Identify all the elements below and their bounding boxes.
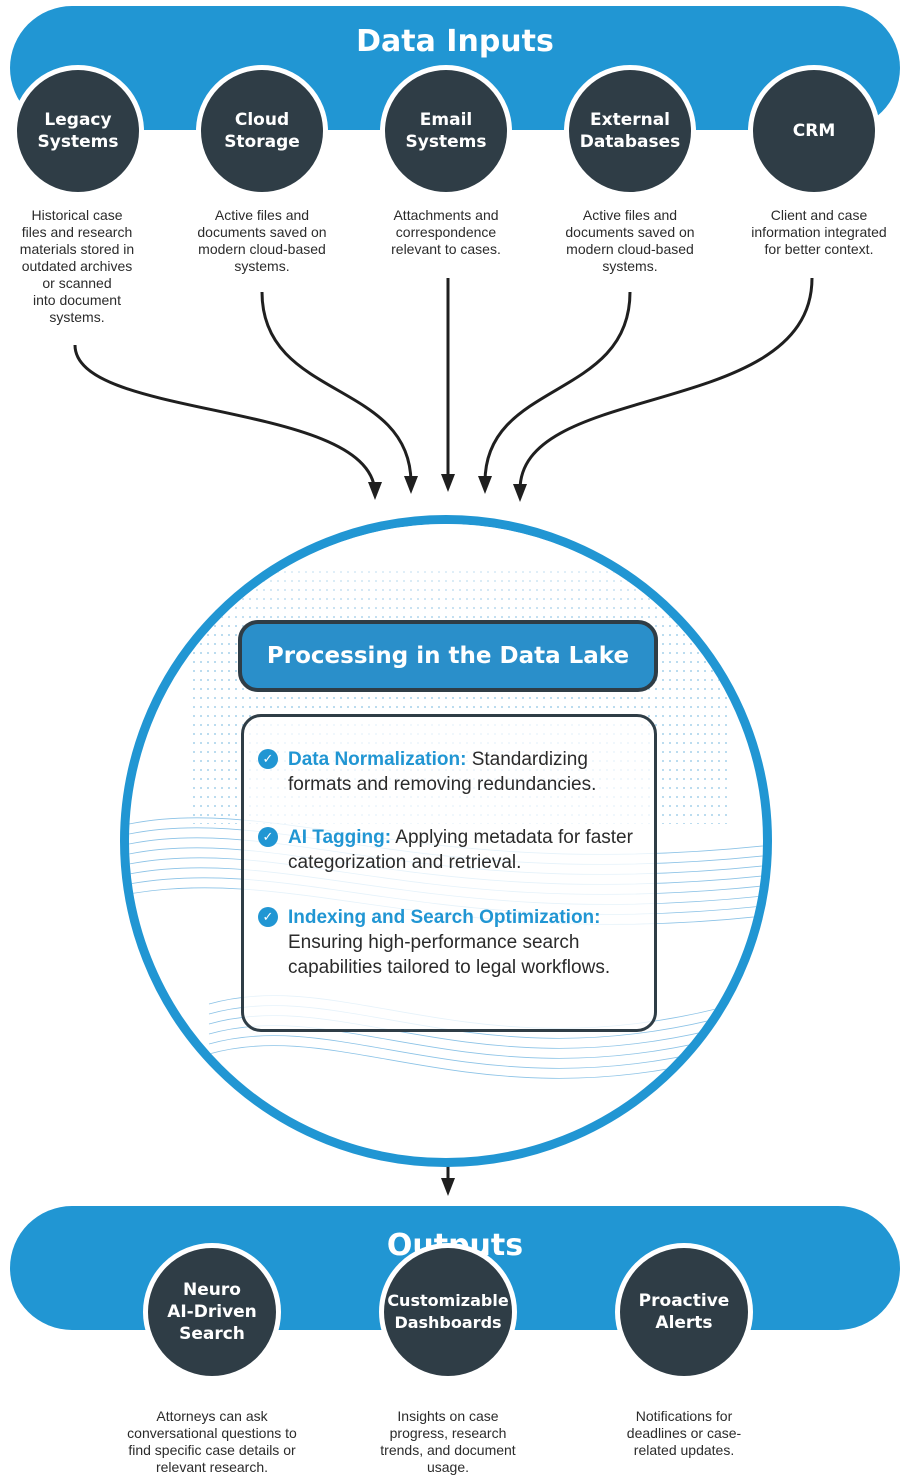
item-heading: Indexing and Search Optimization: — [288, 907, 601, 928]
node-cloud-storage: Cloud Storage — [196, 65, 328, 197]
desc-proactive-alerts: Notifications for deadlines or case- rel… — [626, 1408, 742, 1458]
desc-neuro-search: Attorneys can ask conversational questio… — [127, 1408, 297, 1475]
check-icon: ✓ — [258, 907, 278, 927]
node-proactive-alerts: Proactive Alerts — [615, 1243, 753, 1381]
processing-panel: ✓ Data Normalization: Standardizing form… — [241, 714, 657, 1032]
arrow-legacy — [73, 344, 377, 493]
node-external-databases: External Databases — [564, 65, 696, 197]
desc-crm: Client and case information integrated f… — [751, 207, 887, 257]
node-dashboards: Customizable Dashboards — [379, 1243, 517, 1381]
node-neuro-search: Neuro AI-Driven Search — [143, 1243, 281, 1381]
item-heading: AI Tagging: — [288, 827, 392, 848]
desc-cloud-storage: Active files and documents saved on mode… — [197, 207, 327, 274]
check-icon: ✓ — [258, 749, 278, 769]
node-crm: CRM — [748, 65, 880, 197]
processing-title: Processing in the Data Lake — [238, 620, 658, 692]
arrow-cloud — [260, 291, 413, 483]
item-text: Ensuring high-performance search capabil… — [288, 932, 611, 978]
arrow-crm — [518, 277, 814, 491]
check-icon: ✓ — [258, 827, 278, 847]
desc-dashboards: Insights on case progress, research tren… — [380, 1408, 516, 1475]
node-email-systems: Email Systems — [380, 65, 512, 197]
arrow-external — [483, 291, 632, 483]
processing-item-indexing: ✓ Indexing and Search Optimization: Ensu… — [258, 905, 648, 980]
desc-legacy-systems: Historical case files and research mater… — [19, 207, 135, 325]
processing-item-ai-tagging: ✓ AI Tagging: Applying metadata for fast… — [258, 825, 648, 875]
item-text: Applying metadata for faster categorizat… — [288, 827, 633, 873]
node-legacy-systems: Legacy Systems — [12, 65, 144, 197]
desc-external-databases: Active files and documents saved on mode… — [565, 207, 695, 274]
processing-item-normalization: ✓ Data Normalization: Standardizing form… — [258, 747, 648, 797]
item-heading: Data Normalization: — [288, 749, 467, 770]
desc-email-systems: Attachments and correspondence relevant … — [391, 207, 501, 257]
item-text: Standardizing formats and removing redun… — [288, 749, 597, 795]
inputs-title: Data Inputs — [356, 24, 554, 59]
